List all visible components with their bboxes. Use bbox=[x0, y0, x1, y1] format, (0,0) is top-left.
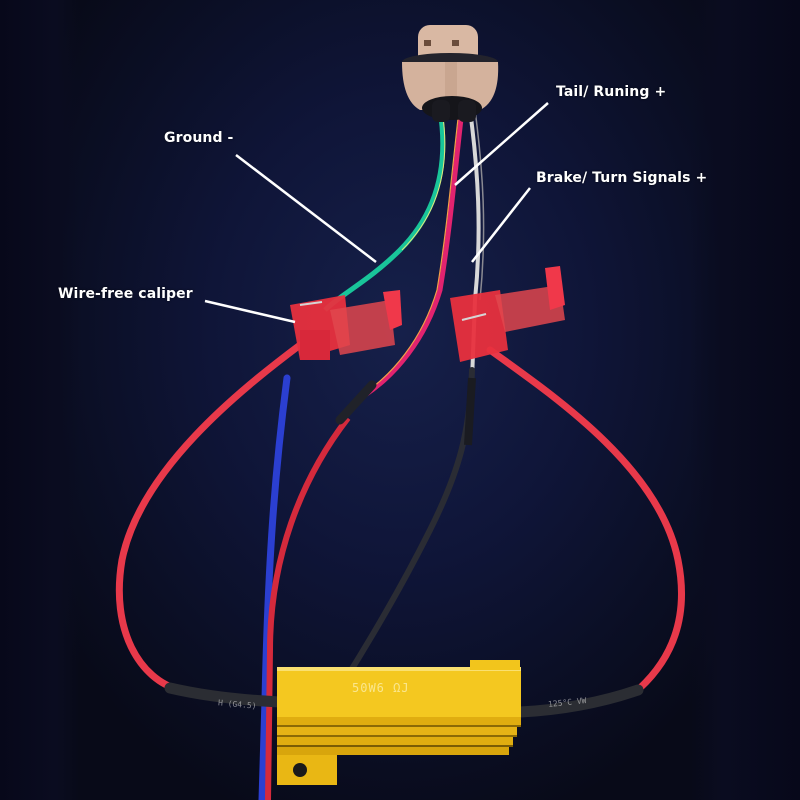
label-brake-turn-signals: Brake/ Turn Signals + bbox=[536, 170, 708, 186]
leader-caliper bbox=[204, 299, 296, 324]
vignette-left bbox=[0, 0, 80, 800]
red-loop-right bbox=[486, 346, 685, 692]
red-lead-center bbox=[265, 416, 351, 800]
red-loop-left bbox=[115, 341, 304, 694]
heat-shrink-tail bbox=[335, 380, 377, 425]
tail-wire bbox=[363, 109, 465, 398]
brake-wire bbox=[468, 109, 481, 381]
ground-wire bbox=[323, 109, 446, 312]
heat-shrink-left bbox=[164, 682, 286, 708]
label-wire-free-caliper: Wire-free caliper bbox=[58, 286, 193, 302]
right-t-tap-connector bbox=[450, 266, 565, 362]
black-wire bbox=[342, 367, 475, 683]
label-ground: Ground - bbox=[164, 130, 234, 146]
leader-tail bbox=[454, 102, 549, 186]
left-t-tap-connector bbox=[290, 290, 402, 360]
blue-wire bbox=[258, 374, 291, 800]
load-resistor bbox=[277, 660, 521, 785]
leader-brake bbox=[471, 187, 531, 263]
heat-shrink-right bbox=[514, 684, 644, 718]
resistor-marking: 50W6 ΩJ bbox=[352, 681, 410, 695]
bulb-socket bbox=[402, 25, 499, 122]
leader-ground bbox=[235, 154, 377, 263]
vignette-right bbox=[690, 0, 800, 800]
label-tail-running: Tail/ Runing + bbox=[556, 84, 667, 100]
